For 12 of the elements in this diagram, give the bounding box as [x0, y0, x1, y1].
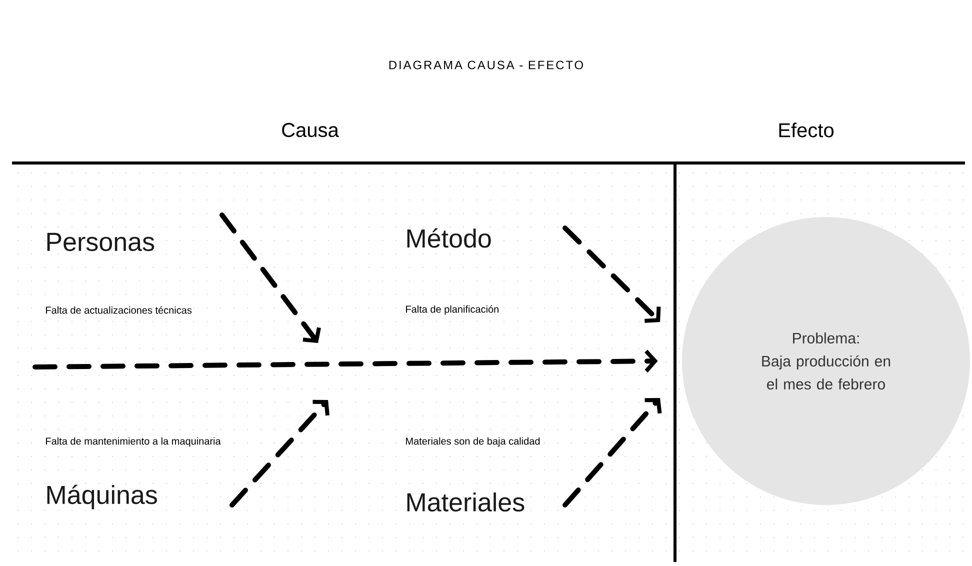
title: DIAGRAMA CAUSA - EFECTO [389, 60, 583, 70]
cause-note: Falta de planificación [406, 305, 498, 315]
cause-note: Falta de mantenimiento a la maquinaria [46, 437, 221, 447]
category-label: Método [407, 228, 491, 248]
category-label: Máquinas [47, 484, 157, 510]
cause-note: Materiales son de baja calidad [406, 437, 540, 447]
column-heading: Causa [282, 122, 339, 138]
arrow [32, 350, 658, 372]
cause-note: Falta de actualizaciones técnicas [46, 306, 192, 314]
category-label: Personas [47, 232, 154, 252]
category-label: Materiales [407, 492, 524, 512]
column-heading: Efecto [779, 122, 834, 138]
